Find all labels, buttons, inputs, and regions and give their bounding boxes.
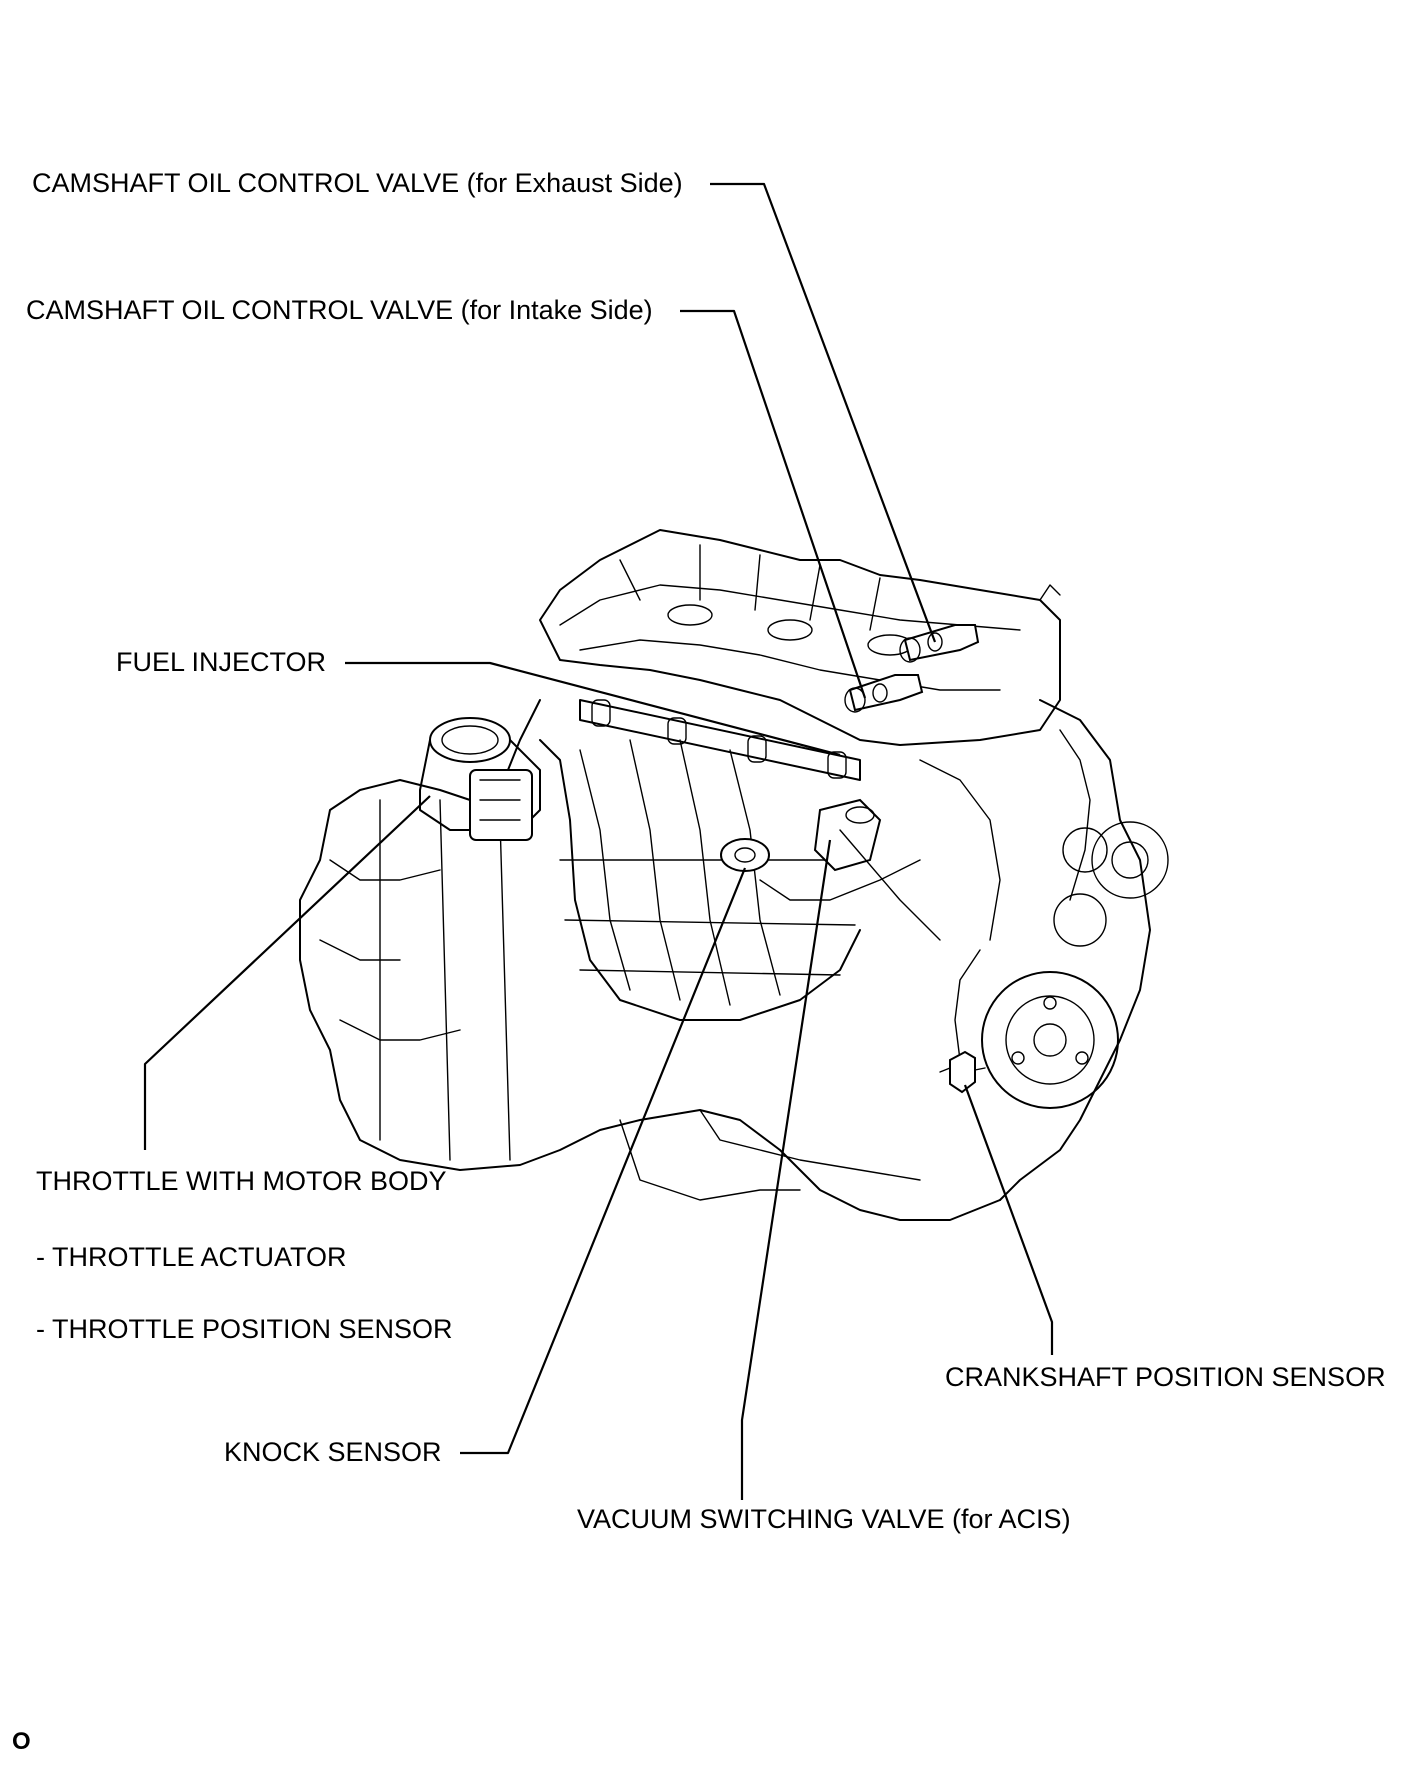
label-throttle-actuator: - THROTTLE ACTUATOR bbox=[36, 1242, 347, 1272]
label-knock-sensor: KNOCK SENSOR bbox=[224, 1437, 442, 1467]
label-vacuum-switching-valve: VACUUM SWITCHING VALVE (for ACIS) bbox=[577, 1504, 1071, 1534]
label-camshaft-ocv-exhaust: CAMSHAFT OIL CONTROL VALVE (for Exhaust … bbox=[32, 168, 683, 198]
leader-cam-exhaust bbox=[710, 182, 937, 643]
figure-id: O bbox=[12, 1728, 31, 1755]
leader-throttle bbox=[143, 795, 431, 1150]
leader-fuel-injector bbox=[345, 661, 841, 757]
camshaft-ocv-exhaust-part bbox=[899, 624, 980, 663]
leader-crankshaft bbox=[963, 1084, 1054, 1355]
engine-illustration bbox=[299, 529, 1169, 1221]
leader-vacuum bbox=[740, 839, 832, 1500]
label-throttle-position-sensor: - THROTTLE POSITION SENSOR bbox=[36, 1314, 453, 1344]
label-crankshaft-position-sensor: CRANKSHAFT POSITION SENSOR bbox=[945, 1362, 1386, 1392]
camshaft-ocv-intake-part bbox=[844, 674, 924, 713]
leader-lines bbox=[143, 182, 1054, 1500]
leader-knock bbox=[460, 867, 747, 1455]
label-fuel-injector: FUEL INJECTOR bbox=[116, 647, 327, 677]
label-throttle-with-motor-body: THROTTLE WITH MOTOR BODY bbox=[36, 1166, 447, 1196]
label-camshaft-ocv-intake: CAMSHAFT OIL CONTROL VALVE (for Intake S… bbox=[26, 295, 653, 325]
leader-cam-intake bbox=[680, 309, 867, 699]
